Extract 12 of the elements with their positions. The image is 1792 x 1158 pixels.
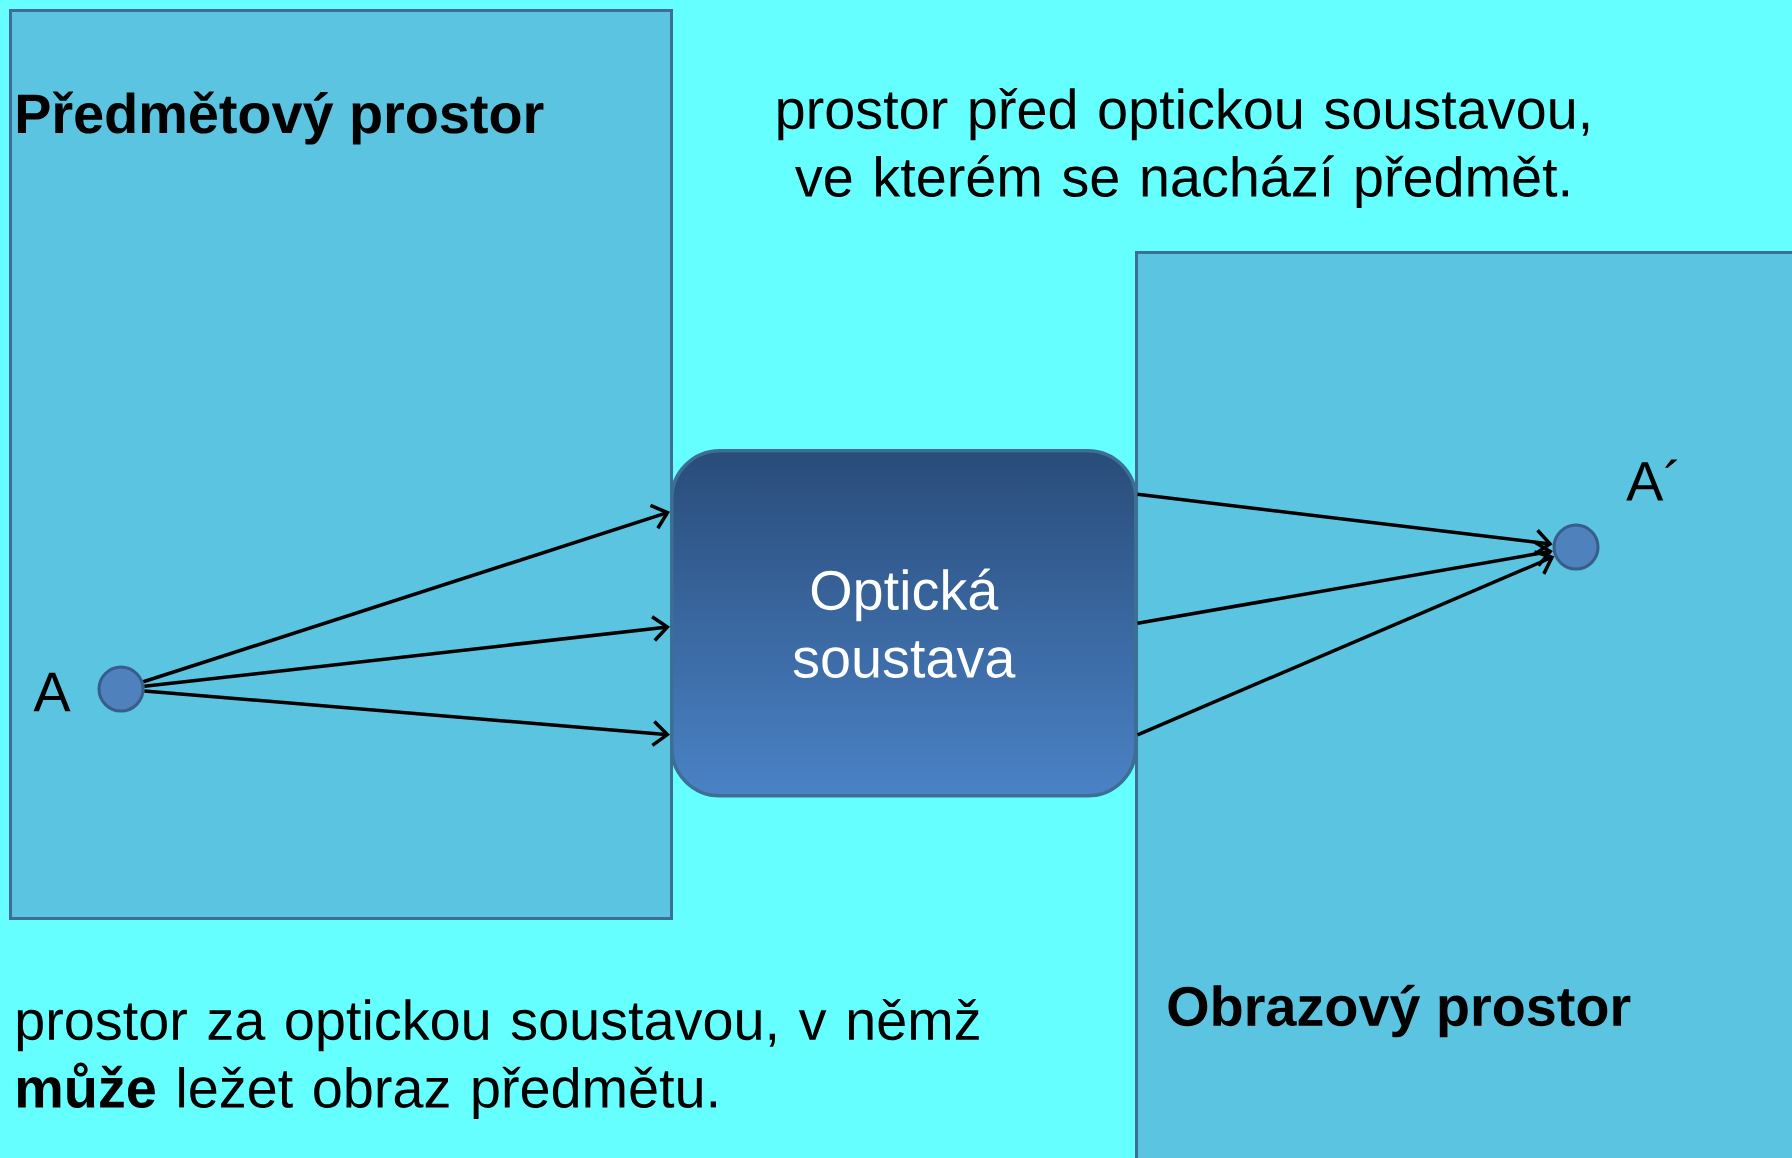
description-text: prostor před optickou soustavou, ve kterém se nachází předmět. bbox=[778, 88, 1589, 208]
point-marker bbox=[1552, 523, 1600, 571]
description-text: prostor za optickou soustavou, v němž může ležet obraz předmětu. bbox=[17, 999, 979, 1119]
arrow bbox=[1137, 540, 1553, 625]
arrow bbox=[144, 615, 670, 689]
point-label: A bbox=[33, 672, 71, 712]
arrow bbox=[142, 503, 670, 684]
system-box: Optická soustava bbox=[670, 449, 1138, 798]
point-marker bbox=[97, 665, 145, 713]
arrow bbox=[1136, 550, 1555, 737]
arrow bbox=[144, 689, 670, 747]
point-label: A´ bbox=[1626, 459, 1677, 501]
